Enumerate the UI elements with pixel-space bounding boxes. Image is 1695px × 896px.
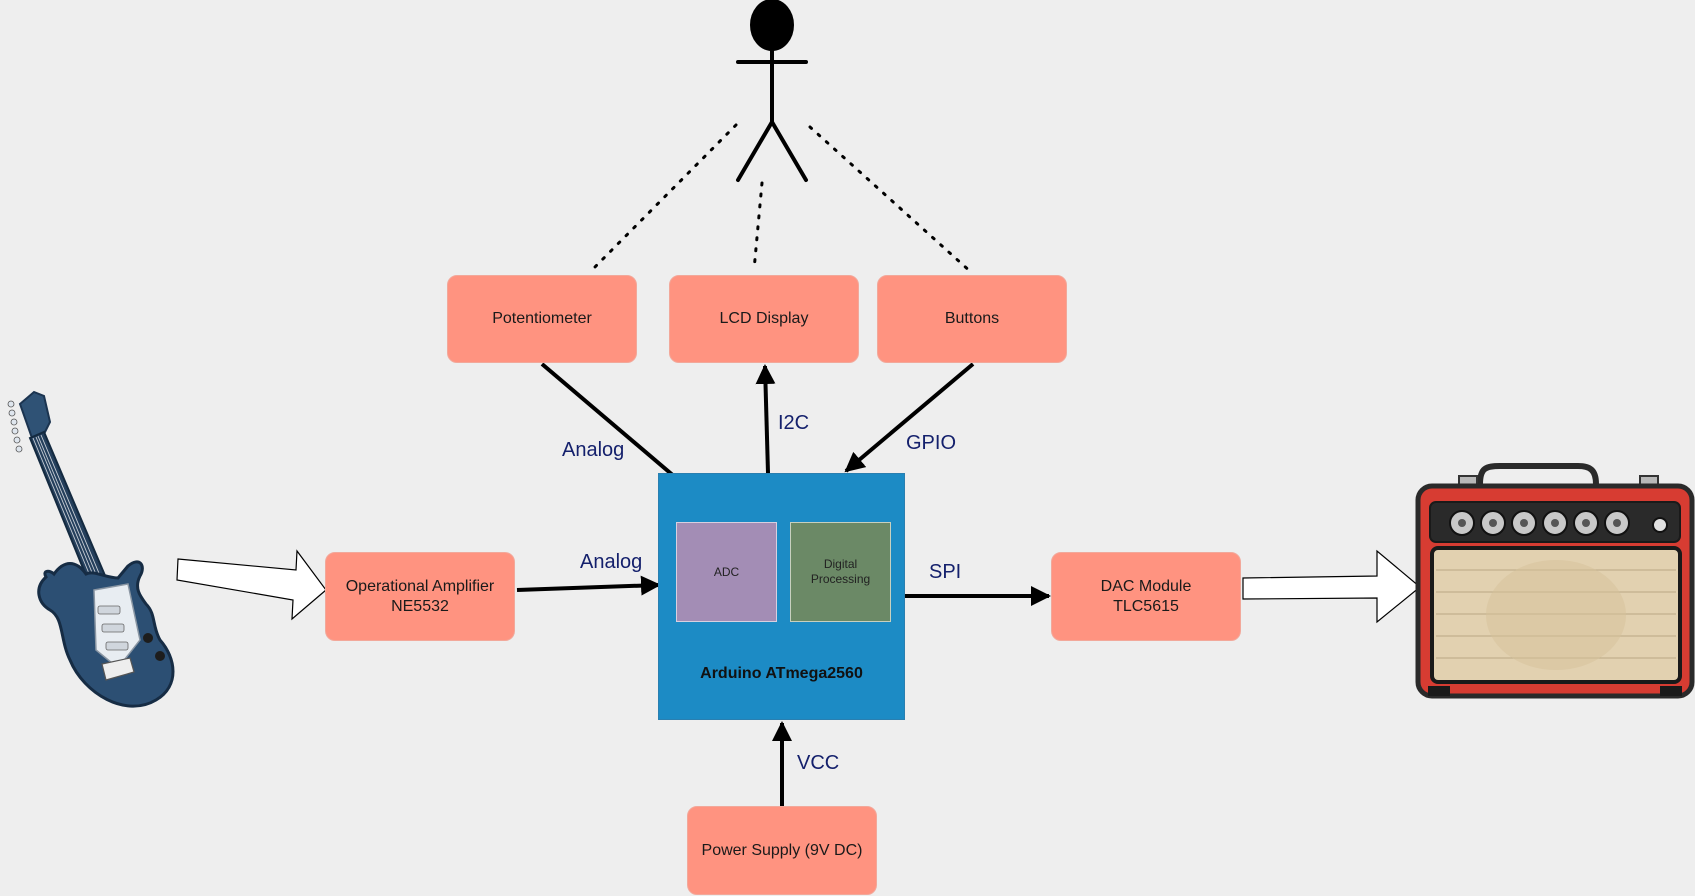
lcd-display-label: LCD Display xyxy=(719,310,809,327)
opamp-to-mcu-arrow xyxy=(516,575,661,596)
stick-figure-icon xyxy=(736,0,808,182)
user-to-potentiometer-dotted-line xyxy=(588,123,738,274)
adc-label: ADC xyxy=(713,564,740,579)
adc-block: ADC xyxy=(676,522,777,622)
buttons-to-mcu-arrow xyxy=(844,362,975,473)
power-to-mcu-edge-label: VCC xyxy=(797,752,840,774)
user-to-lcd-dotted-line xyxy=(752,181,764,272)
opamp-label: Operational Amplifier NE5532 xyxy=(345,577,495,615)
amplifier-icon xyxy=(1415,463,1695,699)
lcd-display-block: LCD Display xyxy=(669,275,859,363)
dac-to-amplifier-hollow-arrow xyxy=(1242,549,1421,624)
digital-processing-label: Digital Processing xyxy=(810,557,871,586)
mcu-to-lcd-arrow xyxy=(755,364,776,474)
opamp-block: Operational Amplifier NE5532 xyxy=(325,552,515,641)
power-supply-block: Power Supply (9V DC) xyxy=(687,806,877,895)
power-supply-label: Power Supply (9V DC) xyxy=(701,841,863,859)
mcu-to-dac-edge-label: SPI xyxy=(929,561,962,583)
potentiometer-label: Potentiometer xyxy=(492,310,592,327)
opamp-to-mcu-edge-label: Analog xyxy=(580,551,643,573)
user-to-buttons-dotted-line xyxy=(808,125,974,275)
buttons-block: Buttons xyxy=(877,275,1067,363)
mcu-to-lcd-edge-label: I2C xyxy=(778,412,810,434)
dac-module-label: DAC Module TLC5615 xyxy=(1100,577,1192,615)
potentiometer-block: Potentiometer xyxy=(447,275,637,363)
buttons-to-mcu-edge-label: GPIO xyxy=(906,432,957,454)
pot-to-adc-edge-label: Analog xyxy=(562,439,625,461)
guitar-to-opamp-hollow-arrow xyxy=(176,549,327,621)
buttons-label: Buttons xyxy=(944,310,1000,327)
dac-module-block: DAC Module TLC5615 xyxy=(1051,552,1241,641)
digital-processing-block: Digital Processing xyxy=(790,522,891,622)
mcu-title: Arduino ATmega2560 xyxy=(700,665,863,682)
guitar-icon xyxy=(7,390,175,708)
